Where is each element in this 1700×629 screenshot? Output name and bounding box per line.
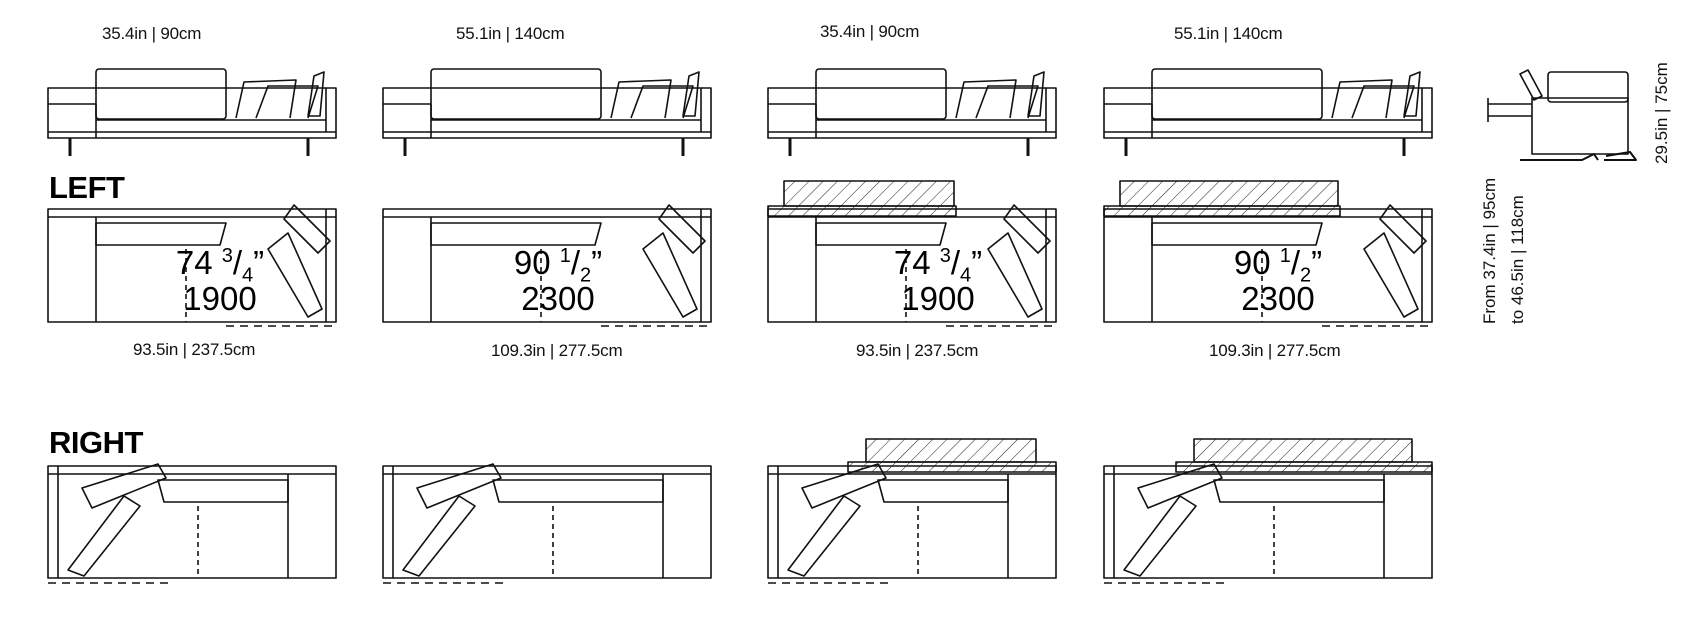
plan-view-left-3 — [767, 180, 1057, 327]
top-dimension-3: 35.4in | 90cm — [820, 22, 920, 41]
plan-view-right-3 — [767, 438, 1057, 584]
size-mm-4: 2300 — [1241, 280, 1315, 317]
section-label-right: RIGHT — [49, 425, 143, 460]
side-elevation — [1487, 69, 1637, 161]
plan-view-right-2 — [382, 463, 712, 584]
plan-view-right-4 — [1103, 438, 1433, 584]
size-mm-2: 2300 — [521, 280, 595, 317]
plan-view-left-1 — [47, 204, 337, 327]
size-mm-3: 1900 — [901, 280, 975, 317]
height-dimension: 29.5in | 75cm — [1652, 62, 1671, 164]
section-label-left: LEFT — [49, 170, 125, 205]
size-inches-3: 74 3/4” — [893, 244, 983, 287]
size-inches-4: 90 1/2” — [1233, 244, 1323, 287]
size-mm-1: 1900 — [183, 280, 257, 317]
depth-dimension-line2: to 46.5in | 118cm — [1508, 195, 1527, 324]
front-elevation-2 — [382, 68, 712, 156]
bottom-dimension-2: 109.3in | 277.5cm — [491, 341, 623, 360]
front-elevation-4 — [1103, 68, 1433, 156]
top-dimension-2: 55.1in | 140cm — [456, 24, 565, 43]
bottom-dimension-4: 109.3in | 277.5cm — [1209, 341, 1341, 360]
top-dimension-4: 55.1in | 140cm — [1174, 24, 1283, 43]
plan-view-left-2 — [382, 204, 712, 327]
depth-dimension-line1: From 37.4in | 95cm — [1480, 177, 1499, 324]
plan-view-right-1 — [47, 463, 337, 584]
front-elevation-1 — [47, 68, 337, 156]
front-elevation-3 — [767, 68, 1057, 156]
bottom-dimension-1: 93.5in | 237.5cm — [133, 340, 256, 359]
plan-view-left-4 — [1103, 180, 1433, 327]
size-inches-2: 90 1/2” — [513, 244, 603, 287]
bottom-dimension-3: 93.5in | 237.5cm — [856, 341, 979, 360]
top-dimension-1: 35.4in | 90cm — [102, 24, 202, 43]
size-inches-1: 74 3/4” — [175, 244, 265, 287]
